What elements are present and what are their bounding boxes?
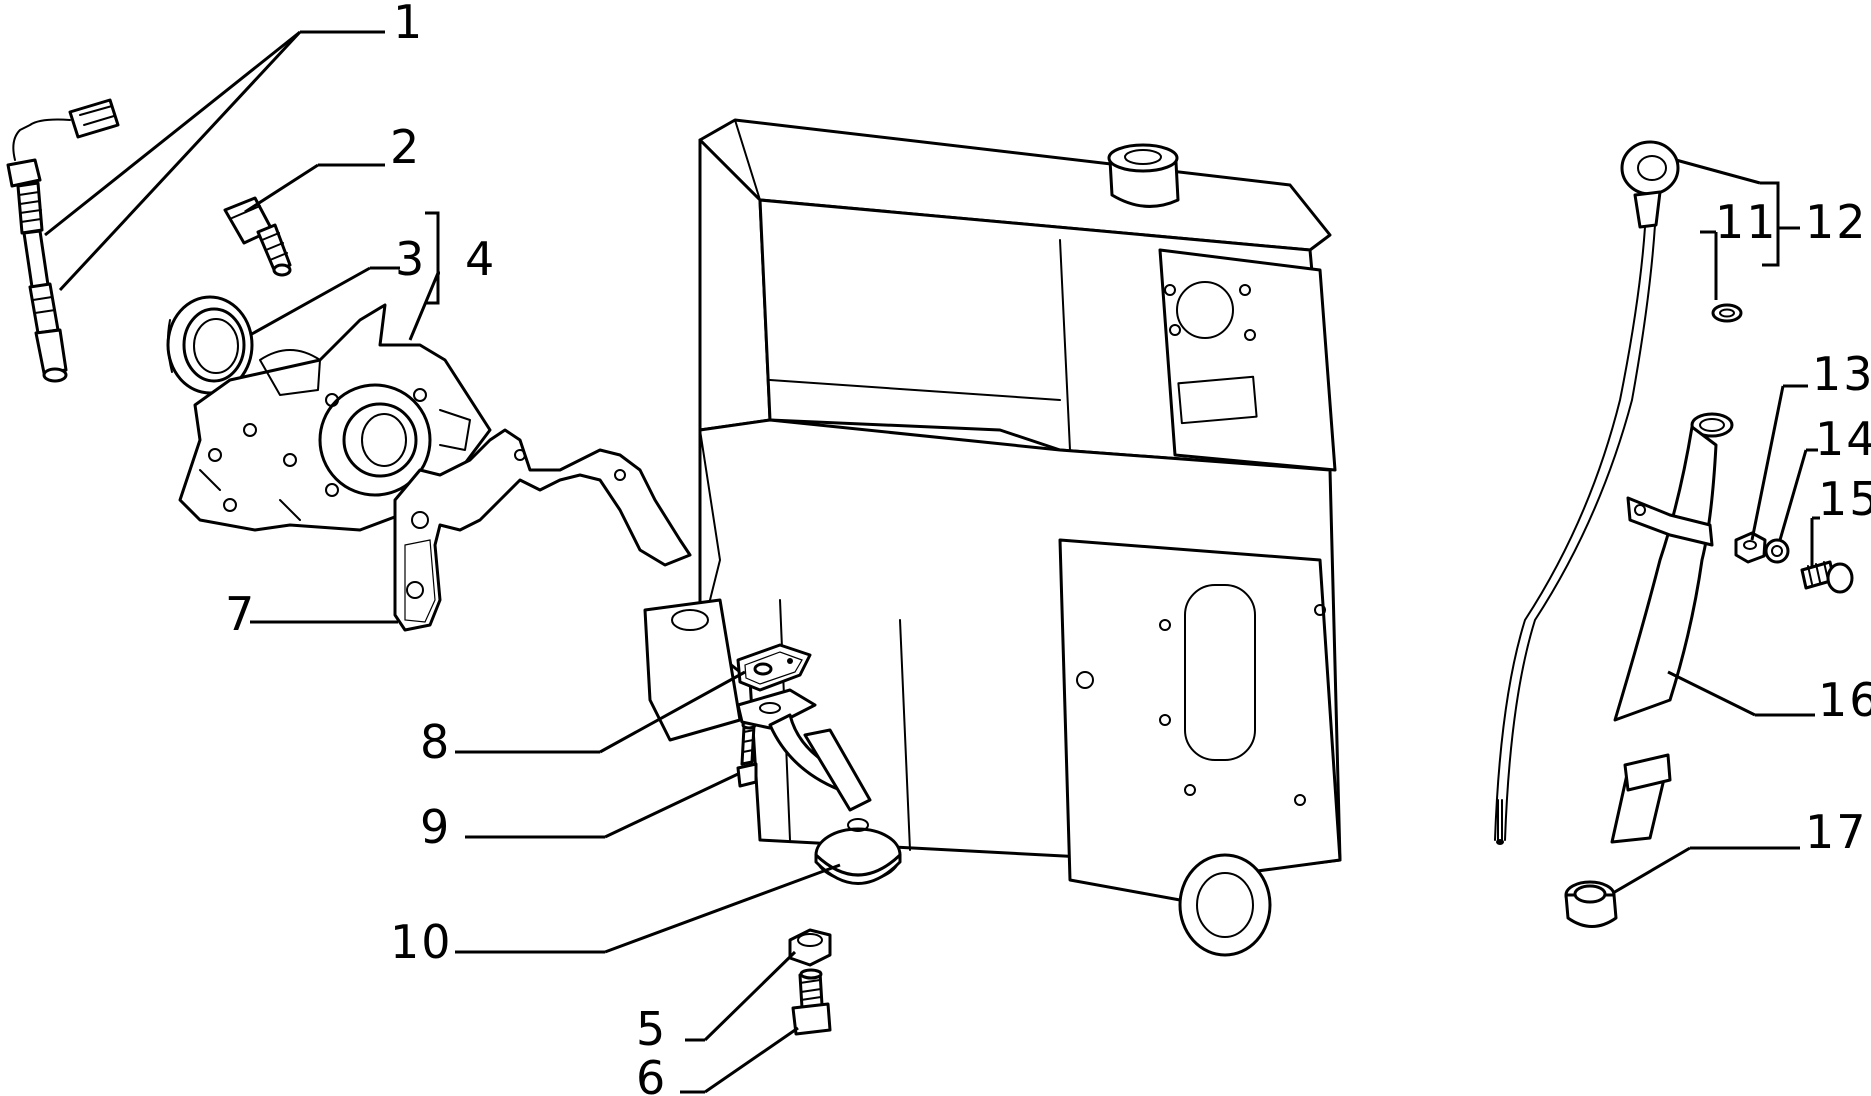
part-6-bolt xyxy=(791,968,832,1036)
engine-block xyxy=(643,118,1342,957)
part-10-oil-pickup xyxy=(736,688,902,885)
label-part-6: 6 xyxy=(636,1051,667,1096)
part-15-bolt xyxy=(1800,560,1854,594)
label-part-3: 3 xyxy=(395,232,426,286)
label-part-10: 10 xyxy=(390,915,453,969)
label-part-7: 7 xyxy=(225,587,256,641)
part-3-seal-ring xyxy=(166,295,254,395)
label-part-11: 11 xyxy=(1715,195,1778,249)
label-part-13: 13 xyxy=(1812,347,1871,401)
part-4-oil-pump-housing xyxy=(178,303,492,532)
label-part-17: 17 xyxy=(1805,805,1868,859)
part-2-bolt xyxy=(223,196,292,277)
part-12-dipstick xyxy=(1494,140,1680,845)
part-11-o-ring xyxy=(1711,303,1743,323)
part-14-washer xyxy=(1764,538,1790,564)
label-part-5: 5 xyxy=(636,1002,667,1056)
label-part-15: 15 xyxy=(1818,472,1871,526)
part-1-oil-pressure-sensor xyxy=(6,98,120,383)
part-16-dipstick-tube xyxy=(1610,412,1734,844)
part-number-labels: 1 2 3 4 7 8 9 10 5 6 11 12 13 14 15 16 1… xyxy=(225,0,1871,1096)
part-8-strainer-gasket xyxy=(736,643,812,692)
label-part-9: 9 xyxy=(420,800,451,854)
label-part-1: 1 xyxy=(393,0,424,49)
label-part-16: 16 xyxy=(1818,673,1871,727)
label-part-2: 2 xyxy=(390,120,421,174)
label-part-4: 4 xyxy=(465,232,496,286)
leader-lines xyxy=(44,30,1820,1094)
part-9-bolt xyxy=(736,720,758,788)
label-part-8: 8 xyxy=(420,715,451,769)
label-part-12: 12 xyxy=(1805,195,1868,249)
part-17-grommet xyxy=(1564,880,1618,928)
label-part-14: 14 xyxy=(1815,412,1871,466)
part-7-gasket xyxy=(393,428,692,632)
part-5-nut xyxy=(788,928,832,967)
part-13-nut xyxy=(1734,531,1767,564)
